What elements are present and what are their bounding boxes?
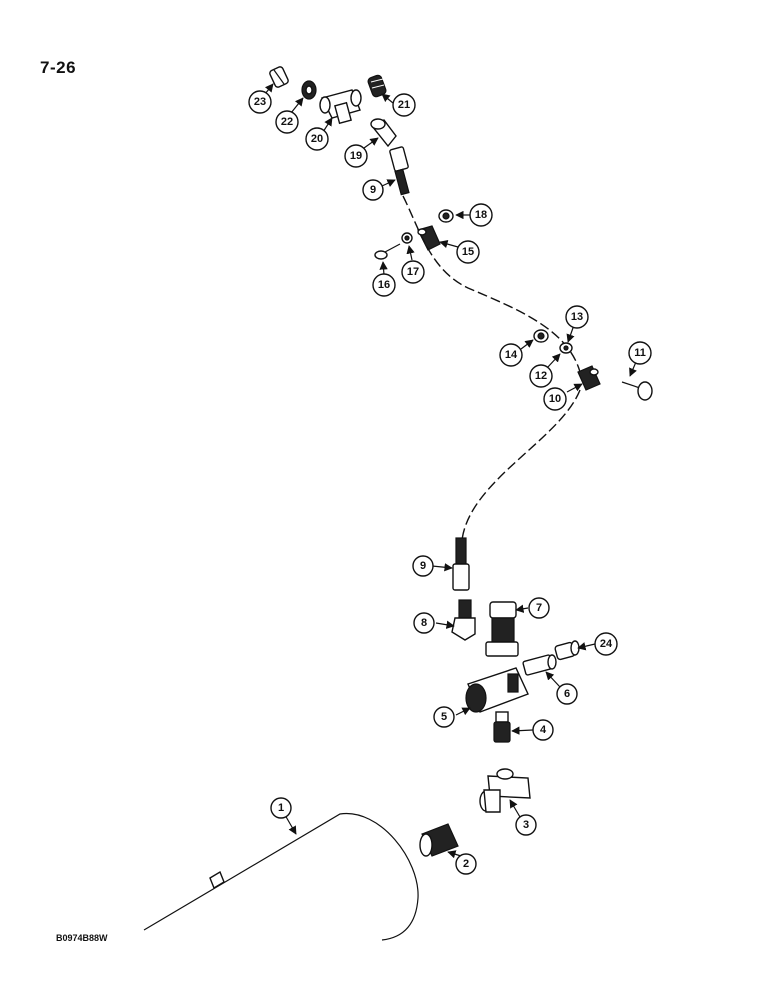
callout-13: 13 xyxy=(565,305,589,329)
part-4-nipple xyxy=(493,711,511,743)
callout-22: 22 xyxy=(275,110,299,134)
callout-16: 16 xyxy=(372,273,396,297)
svg-text:21: 21 xyxy=(398,99,410,111)
part-5-valve-body xyxy=(465,667,529,713)
part-16-bolt xyxy=(374,243,401,260)
part-9-hose-end-lower xyxy=(452,537,470,591)
svg-text:13: 13 xyxy=(571,311,583,323)
svg-text:5: 5 xyxy=(441,711,447,723)
svg-text:9: 9 xyxy=(420,560,426,572)
part-2-bushing xyxy=(419,823,459,857)
callout-6: 6 xyxy=(556,683,578,705)
hose-line xyxy=(402,195,581,373)
part-18-nut xyxy=(438,209,454,223)
svg-text:11: 11 xyxy=(634,347,646,359)
callout-8: 8 xyxy=(413,612,435,634)
part-23-fitting xyxy=(269,66,289,88)
svg-text:3: 3 xyxy=(523,819,529,831)
callout-23: 23 xyxy=(248,90,272,114)
part-14-nut xyxy=(533,329,549,343)
hose-line-lower xyxy=(461,389,581,541)
part-9-hose-end-upper xyxy=(389,146,410,196)
svg-text:2: 2 xyxy=(463,858,469,870)
svg-text:15: 15 xyxy=(462,246,474,258)
callout-4: 4 xyxy=(532,719,554,741)
svg-text:23: 23 xyxy=(254,96,266,108)
part-7-valve xyxy=(485,601,519,657)
part-19-elbow xyxy=(370,118,397,148)
callout-11: 11 xyxy=(628,341,652,365)
svg-text:4: 4 xyxy=(540,724,547,736)
callout-24: 24 xyxy=(594,632,618,656)
svg-text:12: 12 xyxy=(535,370,547,382)
svg-text:20: 20 xyxy=(311,133,323,145)
svg-text:9: 9 xyxy=(370,184,376,196)
callout-20: 20 xyxy=(305,127,329,151)
svg-text:6: 6 xyxy=(564,688,570,700)
part-15-clamp xyxy=(417,225,441,251)
svg-text:16: 16 xyxy=(378,279,390,291)
part-22-plug xyxy=(301,80,317,100)
leader-lines xyxy=(264,83,637,859)
part-3-tee xyxy=(479,768,531,813)
svg-text:19: 19 xyxy=(350,150,362,162)
callout-17: 17 xyxy=(401,260,425,284)
part-10-clamp xyxy=(577,365,601,391)
callout-15: 15 xyxy=(456,240,480,264)
svg-text:8: 8 xyxy=(421,617,427,629)
callout-5: 5 xyxy=(433,706,455,728)
part-21-screw xyxy=(367,74,387,98)
svg-text:10: 10 xyxy=(549,393,561,405)
callout-3: 3 xyxy=(515,814,537,836)
svg-text:14: 14 xyxy=(505,349,518,361)
svg-text:18: 18 xyxy=(475,209,487,221)
callout-1: 1 xyxy=(270,797,292,819)
callout-2: 2 xyxy=(455,853,477,875)
svg-text:24: 24 xyxy=(600,638,613,650)
callout-9-upper: 9 xyxy=(362,179,384,201)
part-11-bolt xyxy=(621,381,653,401)
part-6-tee xyxy=(522,654,557,676)
svg-text:22: 22 xyxy=(281,116,293,128)
part-8-elbow xyxy=(451,599,476,641)
part-24-fitting xyxy=(554,640,580,661)
callout-12: 12 xyxy=(529,364,553,388)
figure-code: B0974B88W xyxy=(56,933,108,943)
callout-10: 10 xyxy=(543,387,567,411)
callout-19: 19 xyxy=(344,144,368,168)
page-number: 7-26 xyxy=(40,58,77,77)
part-1-tank xyxy=(143,813,419,941)
svg-text:7: 7 xyxy=(536,602,542,614)
callout-21: 21 xyxy=(392,93,416,117)
callout-18: 18 xyxy=(469,203,493,227)
part-17-washer xyxy=(401,232,413,244)
callout-7: 7 xyxy=(528,597,550,619)
part-20-tee xyxy=(319,89,362,125)
callout-9-lower: 9 xyxy=(412,555,434,577)
svg-text:1: 1 xyxy=(278,802,284,814)
part-12-washer xyxy=(559,342,573,354)
callout-14: 14 xyxy=(499,343,523,367)
svg-text:17: 17 xyxy=(407,266,419,278)
